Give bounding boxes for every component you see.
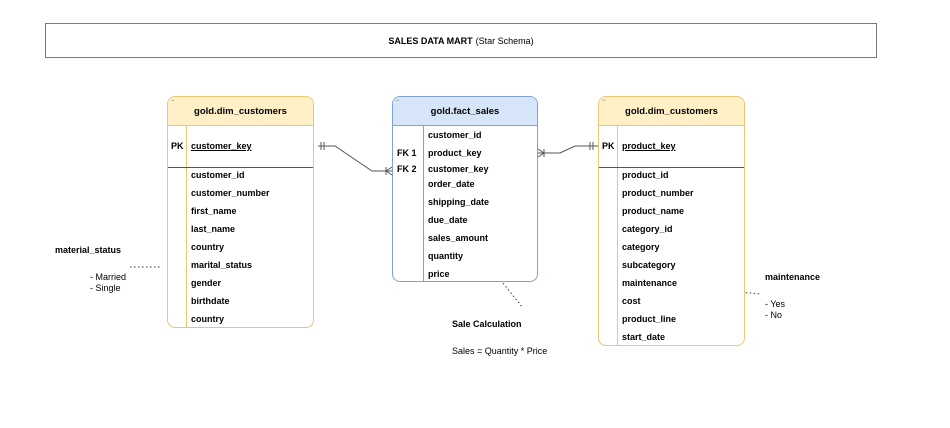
field: due_date (428, 215, 468, 225)
field: customer_id (428, 130, 482, 140)
column-divider (617, 125, 618, 345)
field: product_number (622, 188, 694, 198)
note-marital-title: material_status (55, 245, 122, 255)
table-fact-sales: − gold.fact_sales FK 1 FK 2 customer_id … (392, 96, 538, 282)
title-sub: (Star Schema) (475, 35, 534, 46)
field: marital_status (191, 260, 253, 270)
table-right-header: − gold.dim_customers (599, 97, 744, 126)
field: last_name (191, 224, 236, 234)
column-divider (423, 125, 424, 281)
table-left-header: − gold.dim_customers (168, 97, 313, 126)
fk1-label: FK 1 (397, 148, 417, 158)
table-fact-name: gold.fact_sales (430, 105, 500, 117)
field: subcategory (622, 260, 676, 270)
field: product_key (428, 148, 482, 158)
table-fact-header: − gold.fact_sales (393, 97, 537, 126)
table-right-name: gold.dim_customers (625, 105, 718, 117)
collapse-icon: − (171, 98, 175, 104)
fk2-label: FK 2 (397, 164, 417, 174)
table-right-dim: − gold.dim_customers PK product_key prod… (598, 96, 745, 346)
field: customer_key (428, 164, 489, 174)
note-maintenance-opt1: - Yes (765, 299, 786, 309)
field: customer_id (191, 170, 245, 180)
note-sales-formula: Sales = Quantity * Price (452, 346, 548, 356)
field: order_date (428, 179, 475, 189)
field: category (622, 242, 660, 252)
table-left-name: gold.dim_customers (194, 105, 287, 117)
field: gender (191, 278, 222, 288)
pk-label: PK (602, 141, 615, 151)
note-maintenance-opt2: - No (765, 310, 783, 320)
field: start_date (622, 332, 666, 342)
note-maintenance-title: maintenance (765, 272, 821, 282)
column-divider (186, 125, 187, 327)
field: country (191, 314, 225, 324)
table-left-dim-customers: − gold.dim_customers PK customer_key cus… (167, 96, 314, 328)
pk-divider (599, 167, 744, 168)
field: maintenance (622, 278, 678, 288)
relation-left (318, 145, 392, 172)
collapse-icon: − (396, 98, 400, 104)
field: shipping_date (428, 197, 490, 207)
diagram-title: SALES DATA MART (Star Schema) (45, 23, 877, 58)
note-sales-title: Sale Calculation (452, 319, 522, 329)
pk-field: product_key (622, 141, 676, 151)
field: product_line (622, 314, 677, 324)
field: customer_number (191, 188, 270, 198)
field: product_id (622, 170, 669, 180)
field: quantity (428, 251, 463, 261)
note-marital-opt2: - Single (90, 283, 121, 293)
field: category_id (622, 224, 673, 234)
pk-divider (168, 167, 313, 168)
title-main: SALES DATA MART (388, 35, 473, 46)
field: price (428, 269, 450, 279)
field: product_name (622, 206, 685, 216)
note-marital-opt1: - Married (90, 272, 127, 282)
pk-field: customer_key (191, 141, 252, 151)
field: sales_amount (428, 233, 489, 243)
field: first_name (191, 206, 237, 216)
field: birthdate (191, 296, 230, 306)
collapse-icon: − (602, 98, 606, 104)
field: cost (622, 296, 641, 306)
field: country (191, 242, 225, 252)
pk-label: PK (171, 141, 184, 151)
relation-right (538, 145, 598, 154)
